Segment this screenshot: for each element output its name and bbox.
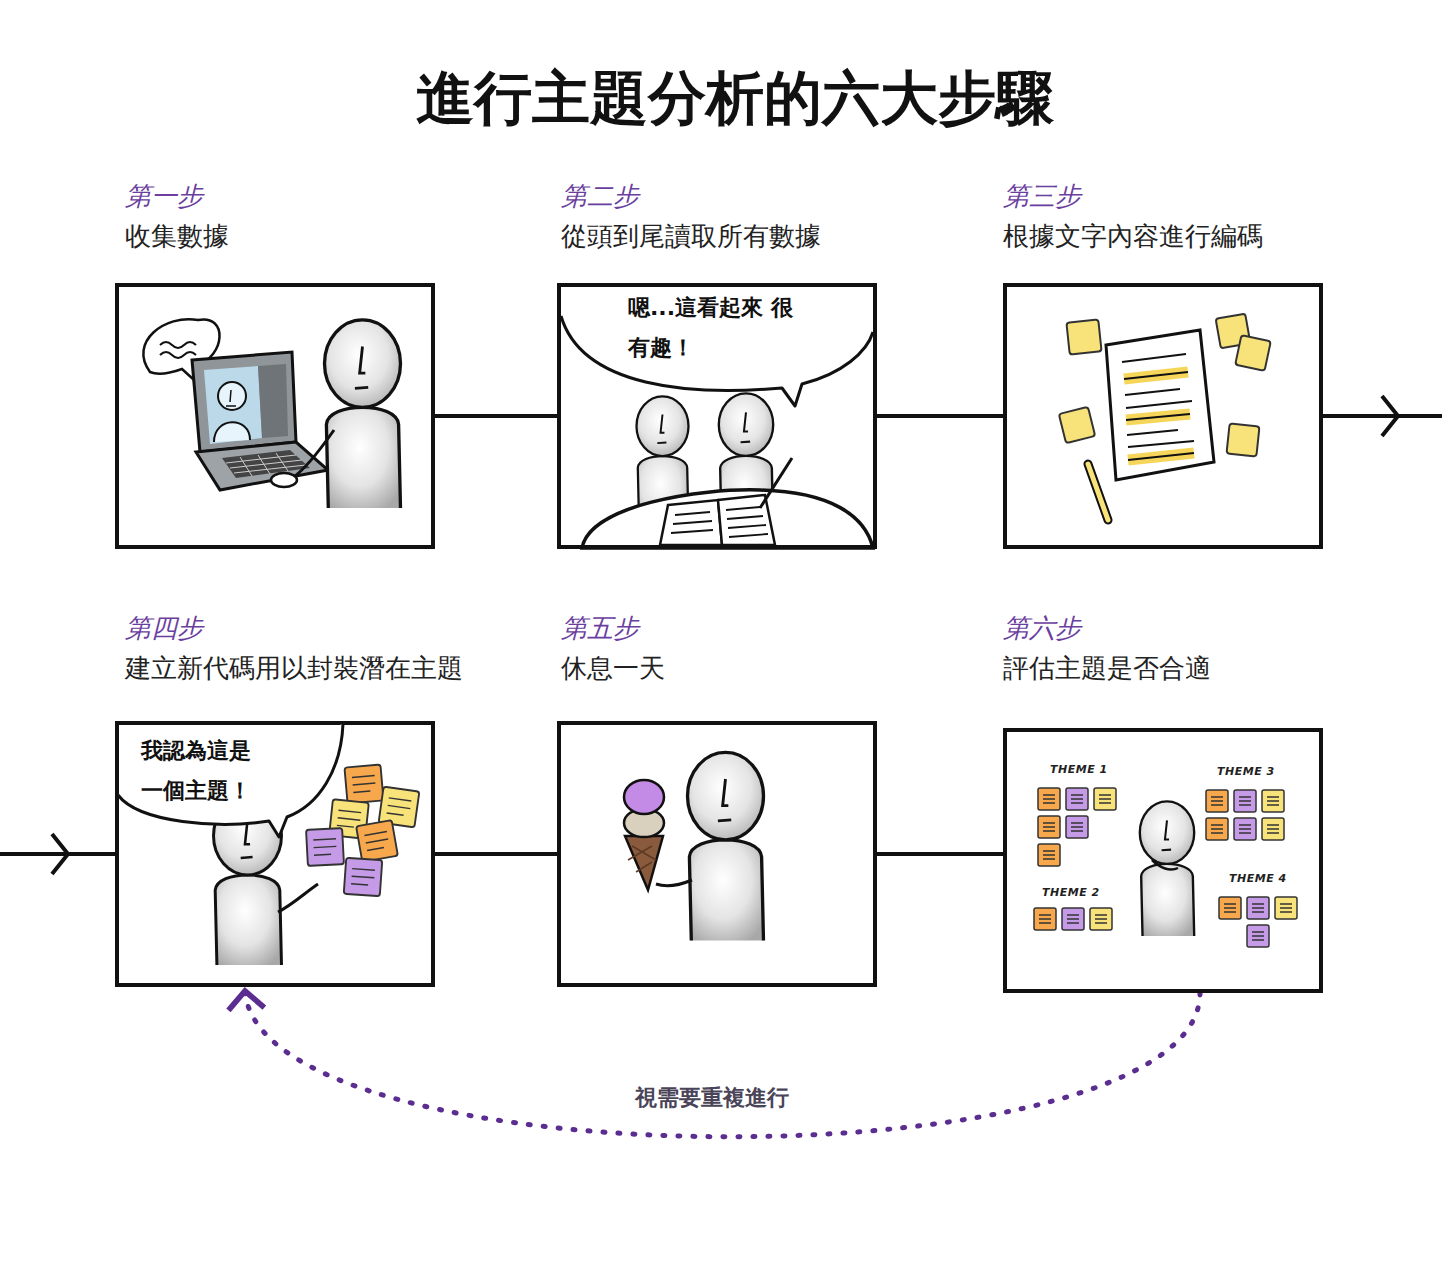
bubble-text: 我認為這是 一個主題！: [141, 731, 264, 811]
speech-bubble: 我認為這是 一個主題！: [119, 725, 344, 837]
rest-scene: [624, 752, 764, 940]
arrow-head: [1382, 396, 1398, 436]
step-number: 第五步: [561, 611, 639, 646]
theme-label: THEME 1: [1050, 763, 1108, 776]
step-number: 第二步: [561, 179, 639, 214]
connector: [435, 416, 557, 417]
theme-label: THEME 4: [1229, 872, 1287, 885]
connector-line: [435, 852, 557, 856]
step-description: 休息一天: [561, 651, 665, 686]
step-number: 第三步: [1003, 179, 1081, 214]
connector: [435, 854, 557, 855]
connector-line: [1323, 414, 1442, 418]
bubble-edge: [118, 724, 343, 837]
step-panel: 第四步建立新代碼用以封裝潛在主題我認為這是 一個主題！: [115, 721, 435, 987]
connector: [877, 416, 1003, 417]
theme-label: THEME 2: [1042, 886, 1100, 899]
step-number: 第四步: [125, 611, 203, 646]
reading-scene: [582, 393, 873, 548]
arrow-head: [52, 834, 68, 874]
coding-scene: [1059, 314, 1271, 520]
bubble-edge: [561, 316, 873, 406]
step-description: 根據文字內容進行編碼: [1003, 219, 1263, 254]
connector: [877, 854, 1003, 855]
connector-line: [877, 852, 1003, 856]
step-panel: 第一步收集數據: [115, 283, 435, 549]
step-panel: 第五步休息一天: [557, 721, 877, 987]
edge-label: 視需要重複進行: [631, 1083, 793, 1113]
step-panel: 第三步根據文字內容進行編碼: [1003, 283, 1323, 549]
dashed-connector: [245, 991, 1200, 1137]
step-panel: 第二步從頭到尾讀取所有數據嗯...這看起來 很有趣！: [557, 283, 877, 549]
connector-line: [877, 414, 1003, 418]
step-number: 第一步: [125, 179, 203, 214]
bubble-text: 嗯...這看起來 很有趣！: [628, 288, 795, 368]
connector-line: [435, 414, 557, 418]
video-call-scene: [143, 319, 400, 508]
step-description: 從頭到尾讀取所有數據: [561, 219, 821, 254]
theme-label: THEME 3: [1217, 765, 1275, 778]
speech-bubble: 嗯...這看起來 很有趣！: [562, 288, 872, 408]
theme-review-scene: [1034, 788, 1297, 947]
step-number: 第六步: [1003, 611, 1081, 646]
diagram-title: 進行主題分析的六大步驟: [416, 60, 1054, 138]
connector: [245, 991, 1200, 1137]
step-description: 建立新代碼用以封裝潛在主題: [125, 651, 463, 686]
connector-line: [0, 852, 115, 856]
step-description: 收集數據: [125, 219, 229, 254]
step-description: 評估主題是否合適: [1003, 651, 1211, 686]
connector: [0, 396, 1442, 874]
